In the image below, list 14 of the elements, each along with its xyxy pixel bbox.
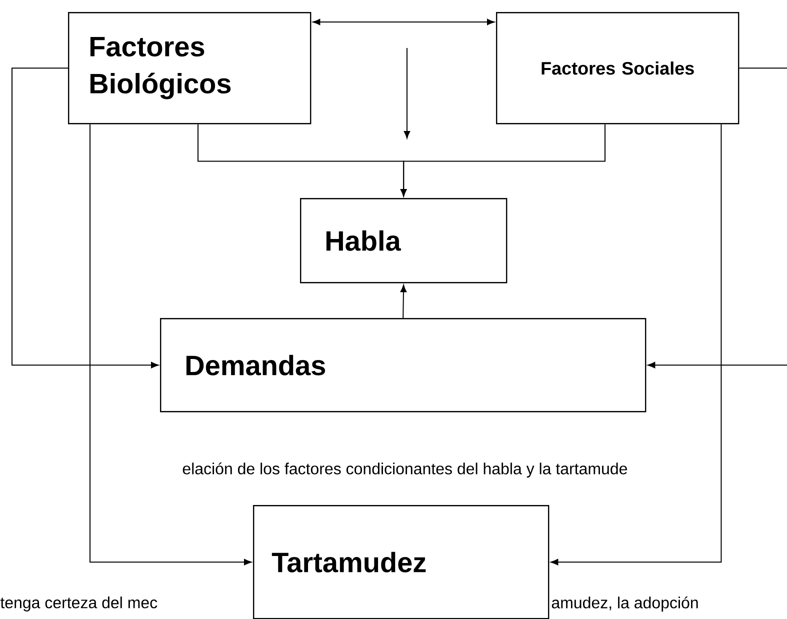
- body-text: tenga certeza del mec: [0, 596, 158, 612]
- arrow: [312, 18, 495, 26]
- arrow: [12, 68, 158, 368]
- arrow: [400, 124, 606, 197]
- body-text: elación de los factores condicionantes del habla y la tartamude: [182, 462, 627, 478]
- arrow: [550, 124, 722, 566]
- text-box: Factores Biológicos: [68, 12, 312, 124]
- text-box: Habla: [300, 198, 508, 284]
- arrow: [90, 124, 252, 566]
- text-box: Demandas: [160, 318, 646, 412]
- text-box: Factores Sociales: [496, 12, 740, 124]
- arrow: [400, 284, 407, 318]
- text-box: Tartamudez: [253, 505, 550, 619]
- arrow: [648, 68, 787, 368]
